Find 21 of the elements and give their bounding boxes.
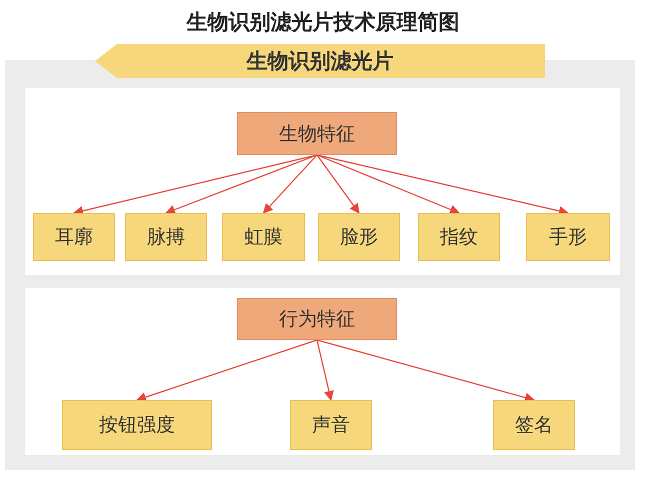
title: 生物识别滤光片技术原理简图	[185, 9, 460, 36]
feature-box: 脉搏	[125, 213, 207, 261]
arrow	[316, 339, 535, 402]
arrow	[262, 154, 318, 214]
category-box: 行为特征	[237, 298, 397, 340]
feature-box: 虹膜	[222, 213, 305, 261]
arrow	[316, 154, 360, 214]
arrow	[73, 154, 318, 216]
arrow	[316, 154, 569, 216]
feature-box: 手形	[526, 213, 610, 261]
arrow	[136, 339, 318, 402]
arrow	[316, 154, 460, 214]
arrow	[316, 340, 334, 401]
feature-box: 脸形	[318, 213, 400, 261]
arrow	[165, 154, 318, 214]
feature-box: 耳廓	[33, 213, 115, 261]
feature-box: 声音	[290, 400, 372, 450]
feature-box: 签名	[493, 400, 575, 450]
category-box: 生物特征	[237, 112, 397, 155]
feature-box: 按钮强度	[62, 400, 212, 450]
feature-box: 指纹	[418, 213, 500, 261]
